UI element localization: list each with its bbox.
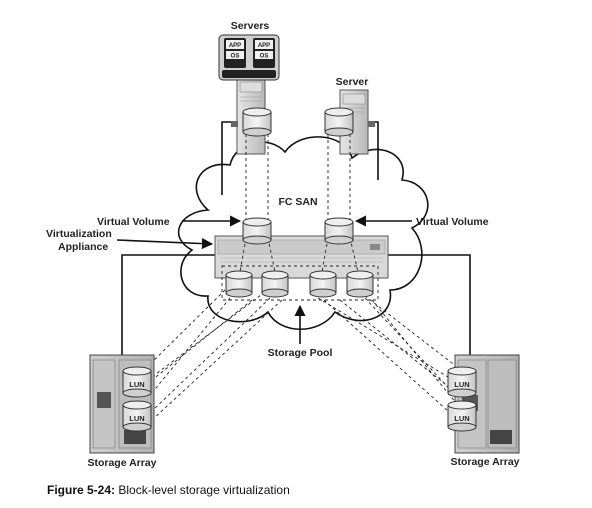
lun-label: LUN (129, 380, 144, 389)
virtual-volume-right (324, 217, 354, 245)
server-volume-left (242, 107, 272, 137)
storage-pool-volume-4 (346, 270, 374, 298)
fc-connections (121, 121, 471, 355)
virtual-volume-right-label: Virtual Volume (416, 216, 489, 228)
storage-pool-volume-3 (309, 270, 337, 298)
servers-label: Servers (231, 20, 270, 32)
figure-number: Figure 5-24: (47, 483, 116, 497)
lun-left-top: LUN (122, 366, 152, 398)
storage-pool-label: Storage Pool (268, 347, 333, 359)
vm-left: APP OS VM (224, 38, 246, 68)
os-label: OS (231, 54, 240, 60)
storage-pool-volume-2 (261, 270, 289, 298)
virtual-volume-left-label: Virtual Volume (97, 216, 170, 228)
app-label: APP (258, 43, 270, 49)
storage-array-right-label: Storage Array (450, 456, 519, 468)
callout-arrows (116, 215, 412, 344)
virtual-volume-left (242, 217, 272, 245)
lun-left-bottom: LUN (122, 400, 152, 432)
vm-label: VM (231, 62, 240, 68)
server-volume-right (324, 107, 354, 137)
storage-array-left-label: Storage Array (87, 457, 156, 469)
fc-san-label: FC SAN (278, 196, 317, 208)
server-label: Server (336, 76, 369, 88)
lun-label: LUN (454, 414, 469, 423)
os-label: OS (260, 54, 269, 60)
virtualized-server: APP OS VM APP OS VM Hypervisor (218, 34, 280, 81)
virtualization-appliance-label-line2: Appliance (58, 241, 108, 253)
lun-right-bottom: LUN (447, 400, 477, 432)
hypervisor-label: Hypervisor (232, 72, 266, 79)
lun-label: LUN (454, 380, 469, 389)
figure-caption-text: Block-level storage virtualization (118, 483, 290, 497)
storage-pool-volume-1 (225, 270, 253, 298)
vm-right: APP OS VM (253, 38, 275, 68)
vm-label: VM (260, 62, 269, 68)
app-label: APP (229, 43, 241, 49)
virtualization-appliance-label-line1: Virtualization (46, 228, 112, 240)
lun-label: LUN (129, 414, 144, 423)
figure-caption: Figure 5-24: Block-level storage virtual… (47, 483, 290, 497)
lun-right-top: LUN (447, 366, 477, 398)
